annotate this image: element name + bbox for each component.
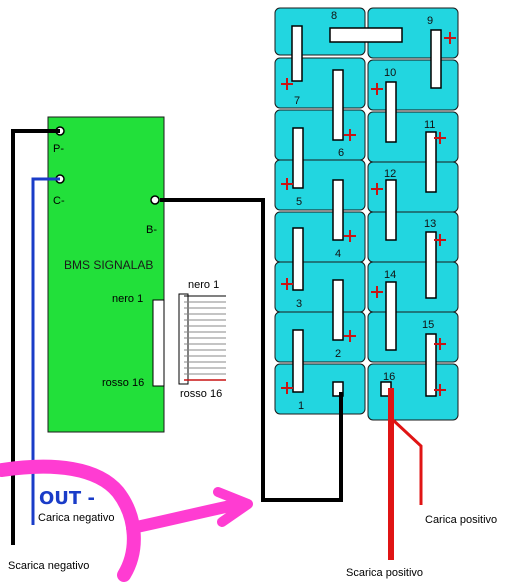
bms-connector bbox=[152, 299, 165, 387]
cell-number: 15 bbox=[422, 319, 434, 331]
cell-14 bbox=[367, 261, 459, 313]
pin-p-label: P- bbox=[53, 143, 64, 155]
polarity-plus-marks bbox=[281, 32, 456, 396]
cell-number: 9 bbox=[427, 15, 433, 27]
pin-c-label: C- bbox=[53, 195, 65, 207]
scarica-negativo-wire bbox=[11, 129, 60, 545]
black-wires bbox=[11, 129, 343, 545]
cell-number: 1 bbox=[298, 400, 304, 412]
cell-number: 6 bbox=[338, 147, 344, 159]
cell-number: 16 bbox=[383, 371, 395, 383]
connector-top-label: nero 1 bbox=[112, 293, 143, 305]
carica-positivo-wire bbox=[391, 418, 423, 505]
scarica-positivo-label: Scarica positivo bbox=[346, 567, 423, 579]
scarica-negativo-label: Scarica negativo bbox=[8, 560, 89, 572]
cell-3 bbox=[274, 261, 366, 313]
cell-number: 5 bbox=[296, 196, 302, 208]
bms-board: P- C- B- BMS SIGNALAB nero 1 rosso 16 bbox=[47, 116, 165, 433]
cell-13 bbox=[367, 211, 459, 263]
cell-number: 12 bbox=[384, 168, 396, 180]
red-wires bbox=[388, 388, 423, 560]
cell-15 bbox=[367, 311, 459, 363]
cell-number: 3 bbox=[296, 298, 302, 310]
carica-positivo-label: Carica positivo bbox=[425, 514, 497, 526]
cell-number: 8 bbox=[331, 10, 337, 22]
cell-number: 4 bbox=[335, 248, 341, 260]
cell-12 bbox=[367, 161, 459, 213]
cell-number: 14 bbox=[384, 269, 396, 281]
cell-interconnects bbox=[291, 25, 442, 397]
out-annotation-arrow bbox=[0, 459, 253, 582]
cell-number: 2 bbox=[335, 348, 341, 360]
out-label: OUT - bbox=[39, 488, 95, 509]
cell-number: 10 bbox=[384, 67, 396, 79]
bms-title: BMS SIGNALAB bbox=[64, 258, 153, 272]
connector-bottom-label: rosso 16 bbox=[102, 377, 144, 389]
cell-number: 7 bbox=[294, 95, 300, 107]
cell-number: 11 bbox=[424, 119, 435, 131]
b-minus-wire bbox=[160, 198, 343, 502]
cell-number: 13 bbox=[424, 218, 436, 230]
cable-bottom-label: rosso 16 bbox=[180, 388, 222, 400]
cell-10 bbox=[367, 59, 459, 111]
b-terminal bbox=[150, 195, 160, 205]
pin-b-label: B- bbox=[146, 224, 157, 236]
cable-top-label: nero 1 bbox=[188, 279, 219, 291]
balance-ribbon-cable: nero 1 rosso 16 bbox=[178, 279, 226, 400]
battery-pack: 8 7 6 5 4 3 2 1 9 10 11 12 13 14 15 16 bbox=[274, 7, 459, 421]
carica-negativo-label: Carica negativo bbox=[38, 512, 114, 524]
carica-negativo-wire bbox=[31, 177, 60, 525]
